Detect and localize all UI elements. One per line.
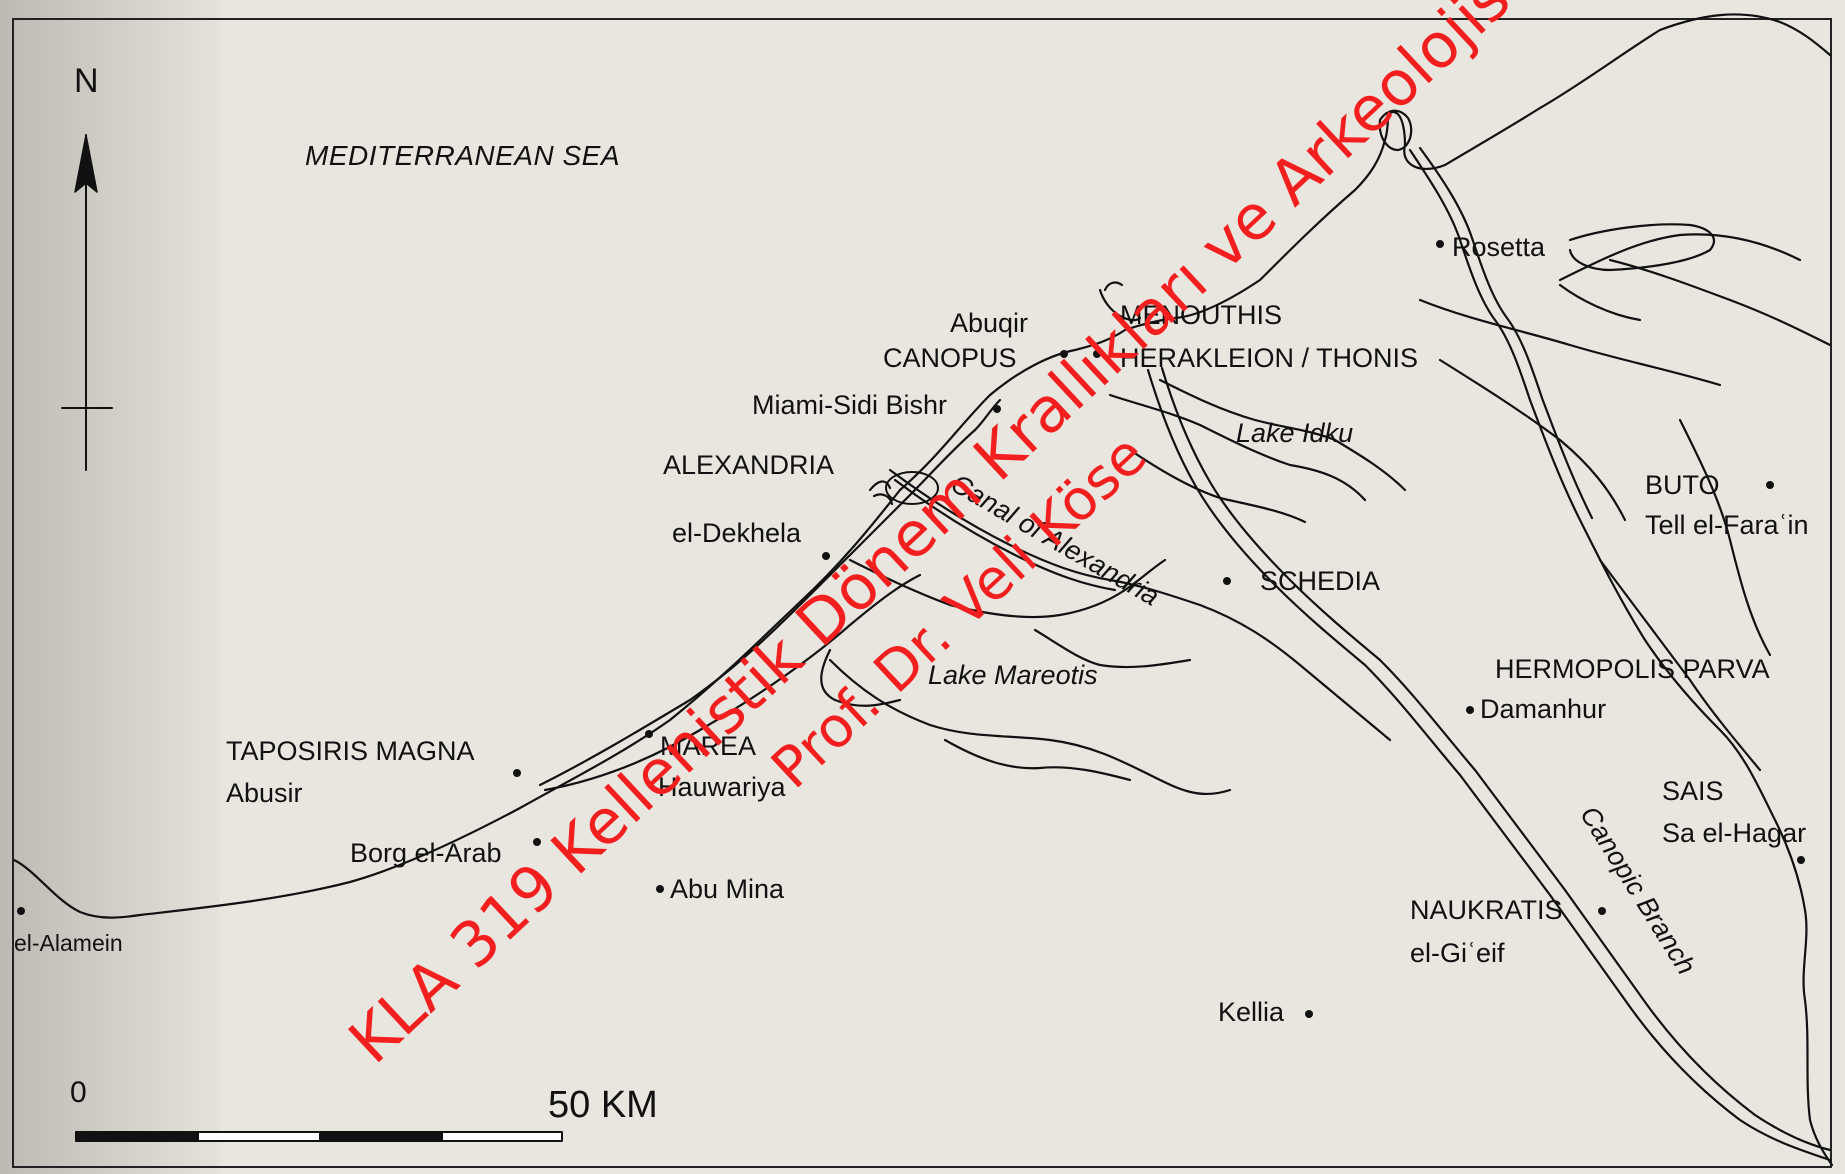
naukratis-marker: [1598, 907, 1606, 915]
label-marea: MAREA: [660, 731, 757, 761]
kellia-marker: [1305, 1010, 1313, 1018]
sais-marker: [1797, 856, 1805, 864]
label-gieif: el-Giʿeif: [1410, 938, 1505, 968]
herakleion-marker: [1093, 350, 1101, 358]
north-label: N: [74, 62, 99, 100]
coastline: [12, 13, 1832, 919]
label-rosetta: Rosetta: [1452, 232, 1546, 262]
label-abuqir: Abuqir: [950, 308, 1029, 338]
canal-of-alexandria: [888, 468, 1392, 742]
page-gutter-shadow: [0, 0, 220, 1174]
taposiris-marker: [513, 769, 521, 777]
dekhela-marker: [822, 552, 830, 560]
label-kellia: Kellia: [1218, 997, 1285, 1027]
alamein-marker: [17, 907, 25, 915]
sea-label: MEDITERRANEAN SEA: [305, 140, 620, 171]
abumina-marker: [656, 885, 664, 893]
damanhur-marker: [1466, 706, 1474, 714]
label-hauwariya: Hauwariya: [658, 772, 786, 802]
alexandria-city: [885, 471, 939, 505]
schedia-marker: [1223, 577, 1231, 585]
label-taposiris: TAPOSIRIS MAGNA: [226, 736, 475, 766]
label-naukratis: NAUKRATIS: [1410, 895, 1563, 925]
label-menouthis: MENOUTHIS: [1120, 300, 1282, 330]
scale-distance-label: 50 KM: [548, 1084, 658, 1126]
rosetta-marker: [1436, 240, 1444, 248]
label-sais: SAIS: [1662, 776, 1724, 806]
label-schedia: SCHEDIA: [1260, 566, 1381, 596]
label-lake-mareotis: Lake Mareotis: [928, 660, 1098, 690]
label-buto: BUTO: [1645, 470, 1720, 500]
label-alexandria: ALEXANDRIA: [663, 450, 835, 480]
north-arrow-icon: [61, 134, 113, 471]
rosetta-branch: [1408, 148, 1834, 1167]
label-sahagar: Sa el-Hagar: [1662, 818, 1807, 848]
label-lake-idku: Lake Idku: [1236, 418, 1354, 448]
label-abusir: Abusir: [226, 778, 303, 808]
canopic-branch: [1146, 368, 1832, 1162]
label-miami: Miami-Sidi Bishr: [752, 390, 948, 420]
lake-idku-shore: [1128, 378, 1407, 524]
borg-marker: [533, 838, 541, 846]
label-herakleion: HERAKLEION / THONIS: [1120, 343, 1419, 373]
map-frame: [12, 18, 1832, 1168]
scale-zero-label: 0: [70, 1076, 87, 1109]
label-damanhur: Damanhur: [1480, 694, 1607, 724]
label-borg: Borg el-Arab: [350, 838, 502, 868]
label-canopus: CANOPUS: [883, 343, 1017, 373]
label-alamein: el-Alamein: [14, 930, 123, 956]
label-tell: Tell el-Faraʿin: [1645, 510, 1809, 540]
scale-bar: [75, 1131, 563, 1142]
buto-marker: [1766, 481, 1774, 489]
miami-marker: [993, 405, 1001, 413]
marea-marker: [645, 730, 653, 738]
label-dekhela: el-Dekhela: [672, 518, 802, 548]
label-abumina: Abu Mina: [670, 874, 785, 904]
lake-mareotis-shore: [538, 398, 1002, 792]
canopus-marker: [1060, 350, 1068, 358]
label-hermopolis: HERMOPOLIS PARVA: [1495, 654, 1770, 684]
